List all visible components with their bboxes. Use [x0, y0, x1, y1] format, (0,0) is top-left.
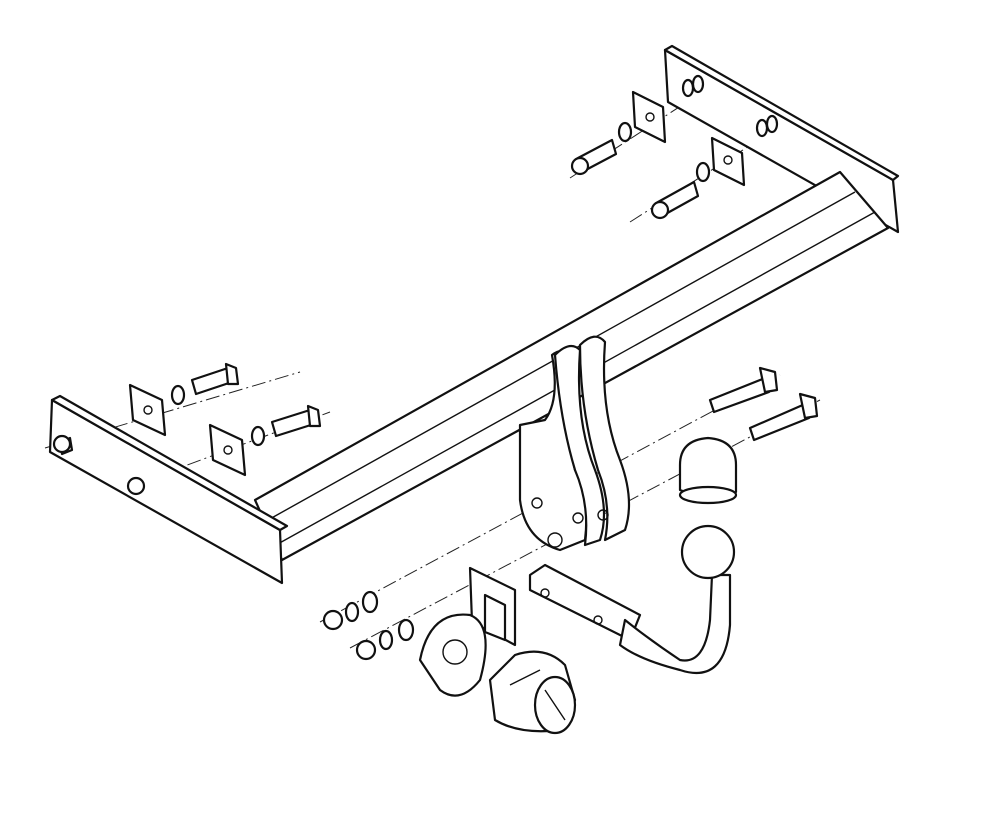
ball-cap	[678, 436, 738, 505]
socket-bracket	[418, 566, 517, 697]
hanger-brackets	[518, 335, 631, 552]
right-fasteners	[570, 74, 779, 220]
left-mounting-plate	[48, 394, 289, 585]
nut	[52, 434, 72, 454]
tow-ball-arm	[528, 524, 736, 675]
tow-ball	[680, 524, 736, 580]
electrical-socket	[488, 650, 577, 735]
lower-fasteners	[322, 590, 415, 661]
nut	[126, 476, 146, 496]
hanger-bolts	[708, 366, 819, 442]
left-fasteners	[128, 362, 322, 477]
